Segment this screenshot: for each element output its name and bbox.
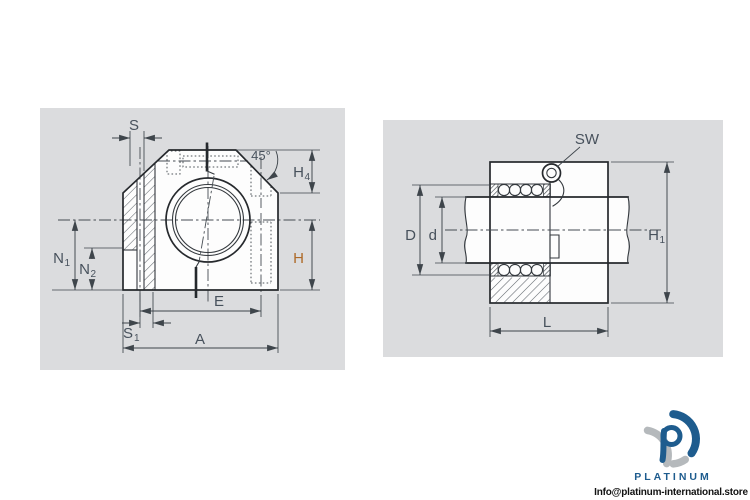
bore-outer-circle	[165, 177, 251, 263]
section-view-drawing	[445, 161, 661, 304]
section-view-dimensions: SW D d H 1 L	[405, 131, 674, 337]
ball-row-bottom	[497, 263, 544, 277]
logo-brand-text: PLATINUM	[634, 471, 711, 483]
set-screw	[541, 163, 562, 183]
logo-email-text: Info@platinum-international.store	[594, 487, 748, 498]
bearing-inner-circle	[174, 186, 242, 254]
front-view-panel: S 45° H 4 H N 1 N 2	[40, 108, 345, 370]
dimension-label-n1: N	[53, 250, 64, 267]
dimension-label-a: A	[195, 331, 205, 348]
dimension-label-s1: S	[123, 325, 133, 342]
section-cut-line	[194, 142, 215, 298]
dimension-label-sw: SW	[575, 131, 600, 148]
bearing-ring-circle	[171, 183, 245, 257]
dimension-label-n2-sub: 2	[91, 269, 97, 280]
front-view-housing-drawing	[58, 142, 320, 302]
dimension-label-45deg: 45°	[251, 148, 271, 163]
dimension-label-l: L	[543, 314, 551, 331]
dimension-label-s: S	[129, 117, 139, 134]
dimension-label-h: H	[293, 250, 304, 267]
dimension-label-d-shaft: d	[429, 227, 437, 244]
hidden-screw-head	[166, 150, 181, 175]
dimension-label-n1-sub: 1	[65, 258, 71, 269]
platinum-logo-icon	[643, 410, 700, 468]
dimension-label-s1-sub: 1	[134, 333, 140, 344]
shaft-break-right	[626, 196, 630, 264]
dimension-label-h1: H	[648, 227, 659, 244]
front-view-dimensions: S 45° H 4 H N 1 N 2	[52, 117, 320, 353]
dimension-label-h4-sub: 4	[305, 172, 311, 183]
dimension-label-d-outer: D	[405, 227, 416, 244]
dimension-label-e: E	[214, 293, 224, 310]
ball-row-top	[497, 183, 544, 197]
platinum-logo: PLATINUM Info@platinum-international.sto…	[594, 410, 749, 498]
clamp-crescent	[552, 179, 565, 207]
shaft-break-left	[464, 196, 468, 264]
housing-block-outline	[489, 161, 609, 304]
dimension-label-h4: H	[293, 164, 304, 181]
section-view-panel: SW D d H 1 L	[383, 120, 723, 357]
dimension-label-n2: N	[79, 261, 90, 278]
dimension-label-h1-sub: 1	[660, 235, 666, 246]
hidden-screw-body	[182, 155, 239, 168]
